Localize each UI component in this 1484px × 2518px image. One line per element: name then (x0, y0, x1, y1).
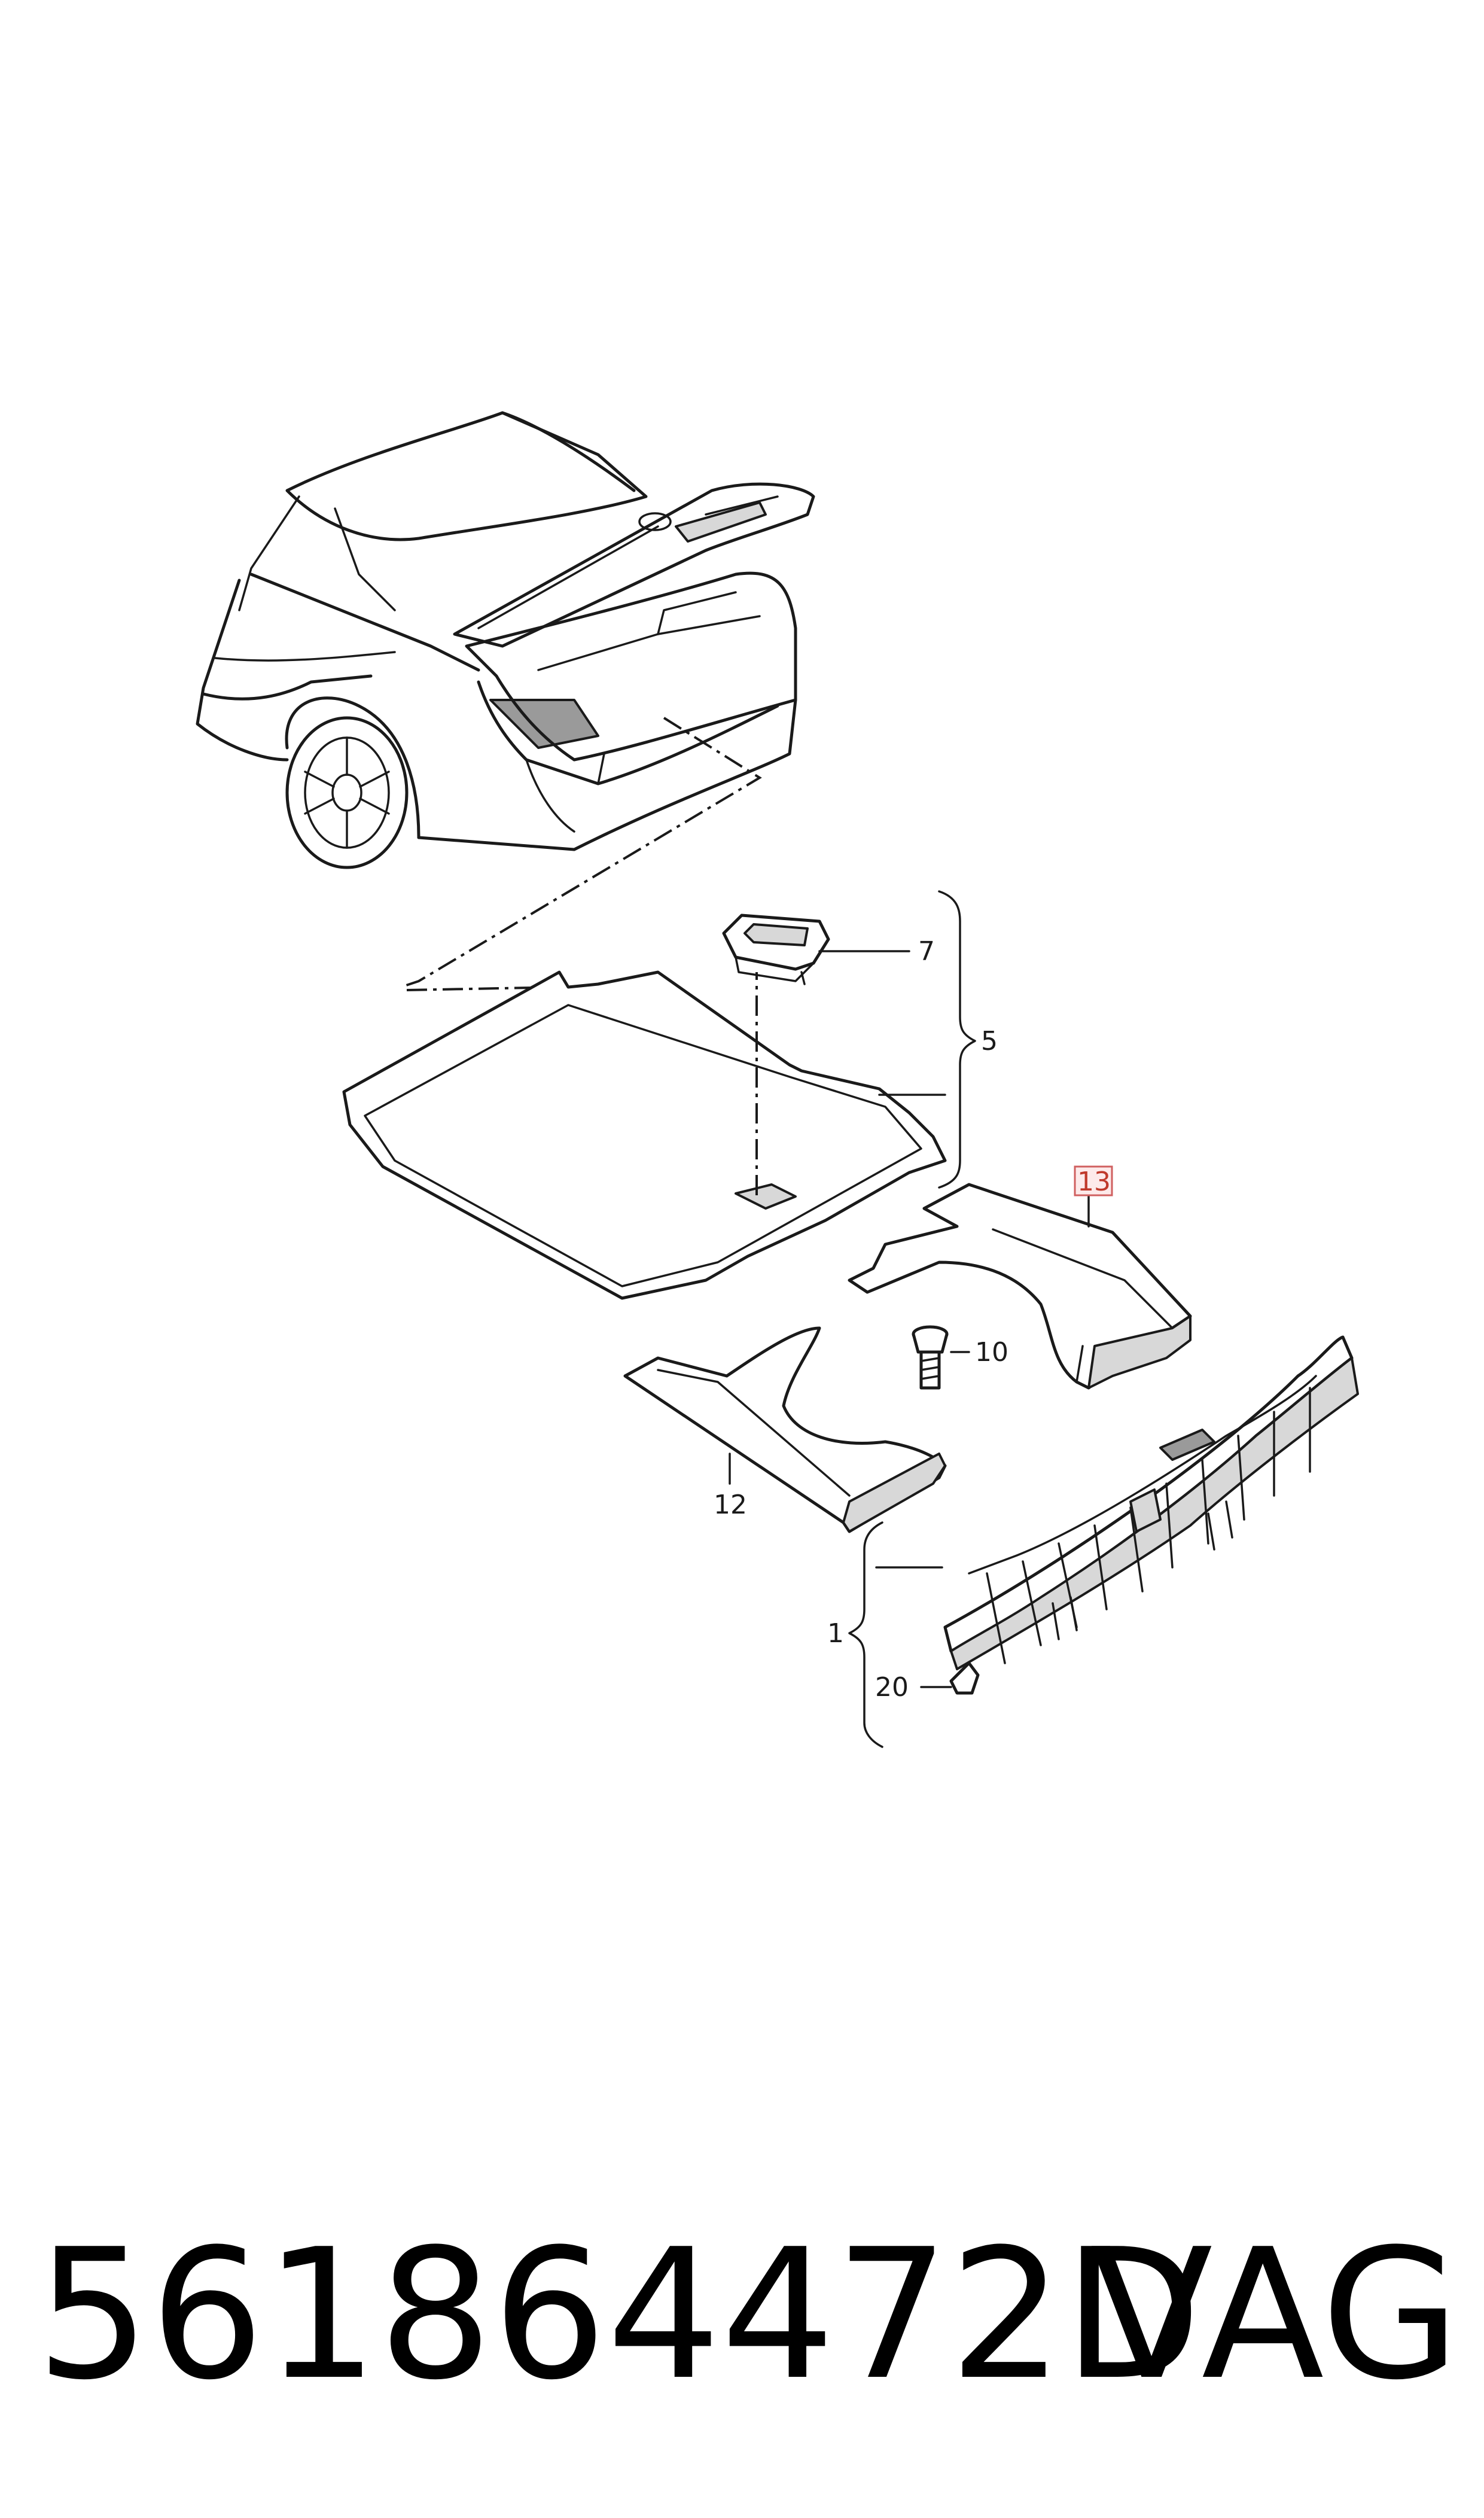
brand-name: VAG (1090, 2211, 1460, 2419)
callout-1: 1 (827, 1618, 844, 1649)
bolt-part-10 (912, 1325, 949, 1390)
callout-13: 13 (1077, 1167, 1111, 1197)
leader-lines (729, 890, 1090, 1748)
trunk-floor-handle (722, 914, 830, 985)
footer: 561864472D VAG (0, 2225, 1484, 2477)
callout-12: 12 (714, 1490, 747, 1520)
wheel-well-cover-part-13 (848, 1183, 1192, 1390)
callout-10: 10 (975, 1337, 1008, 1368)
rear-sill-cover-part-1 (943, 1335, 1359, 1670)
car-illustration (196, 411, 815, 988)
clip-part-20 (949, 1661, 980, 1695)
part-number: 561864472D (36, 2211, 1202, 2419)
trunk-floor-mat (342, 970, 947, 1300)
callout-20: 20 (875, 1672, 909, 1703)
callout-13-highlight (1074, 1165, 1113, 1196)
callout-7: 7 (918, 936, 935, 967)
callout-5: 5 (981, 1026, 998, 1056)
side-trim-panel-part-12 (623, 1326, 947, 1533)
trunk-leader (406, 986, 563, 991)
